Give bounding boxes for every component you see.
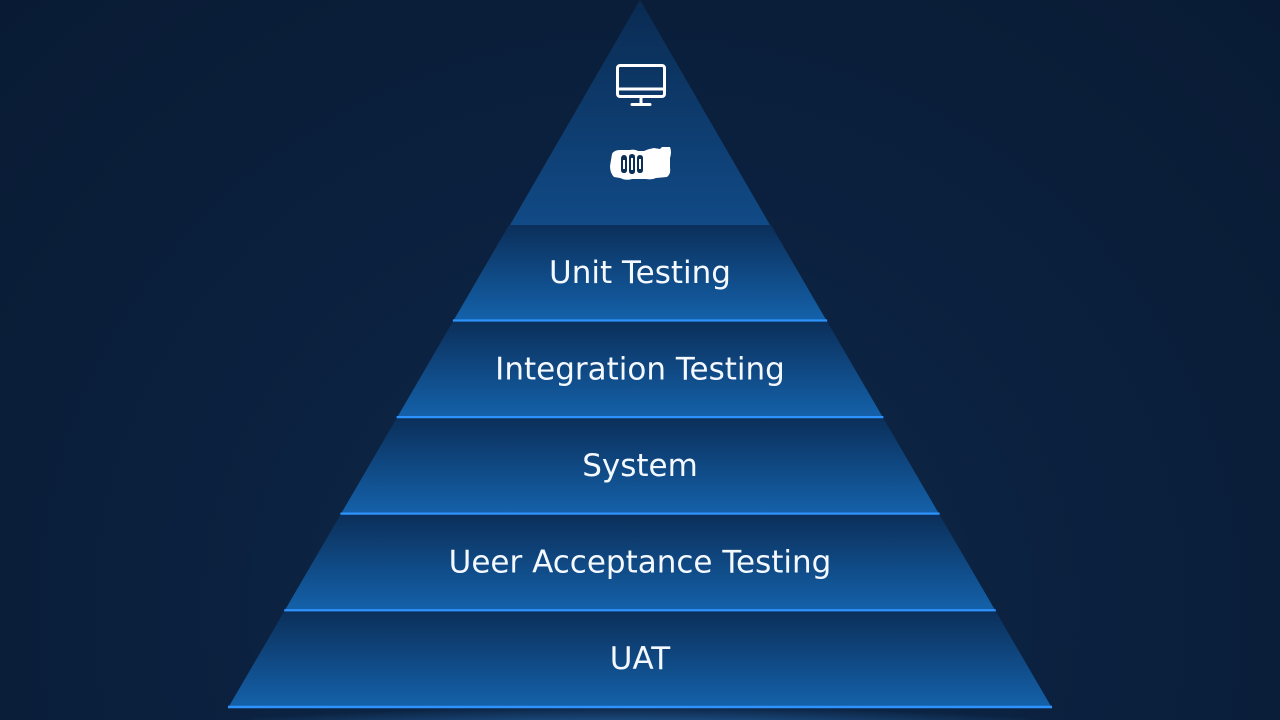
pyramid-tier [284, 514, 996, 612]
pyramid-tier [228, 611, 1052, 708]
monitor-icon [616, 64, 666, 106]
pyramid-tier [452, 225, 828, 322]
tier-label: Unit Testing [549, 255, 731, 291]
tier-label: Integration Testing [495, 351, 785, 387]
tier-label: Ueer Acceptance Testing [449, 545, 832, 581]
pyramid-apex [510, 0, 770, 225]
tier-label: System [582, 448, 698, 484]
base-glow [220, 692, 1060, 720]
tier-label: UAT [610, 641, 671, 677]
handshake-icon [610, 147, 671, 180]
pyramid-tier [340, 418, 940, 515]
pyramid-tier [396, 321, 884, 419]
